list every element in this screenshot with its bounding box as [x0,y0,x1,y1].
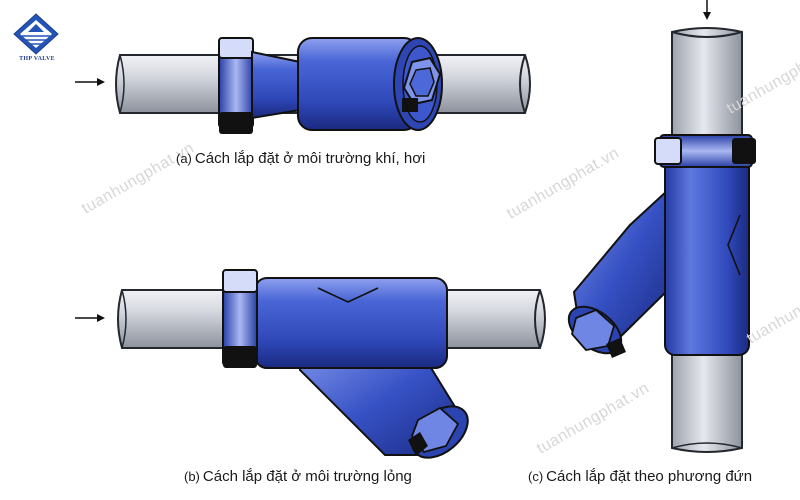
caption-c-text: Cách lắp đặt theo phương đứn [546,468,753,485]
flow-arrow-a [75,78,105,86]
strainer-gas-steam [115,37,531,134]
caption-a-tag: (a) [176,151,192,166]
caption-c: (c)Cách lắp đặt theo phương đứn [528,468,752,485]
caption-b-text: Cách lắp đặt ở môi trường lỏng [202,468,412,485]
caption-b-tag: (b) [184,469,200,484]
flow-arrow-b [75,314,105,322]
logo-text: THP VALVE [19,56,55,62]
caption-a-text: Cách lắp đặt ở môi trường khí, hơi [194,150,426,167]
caption-c-tag: (c) [528,469,544,484]
strainer-vertical [567,27,756,453]
flow-arrow-c [703,0,711,20]
logo-mark [13,13,59,55]
caption-b: (b)Cách lắp đặt ở môi trường lỏng [184,468,412,485]
caption-a: (a)Cách lắp đặt ở môi trường khí, hơi [176,150,425,167]
strainer-liquid [117,269,546,459]
